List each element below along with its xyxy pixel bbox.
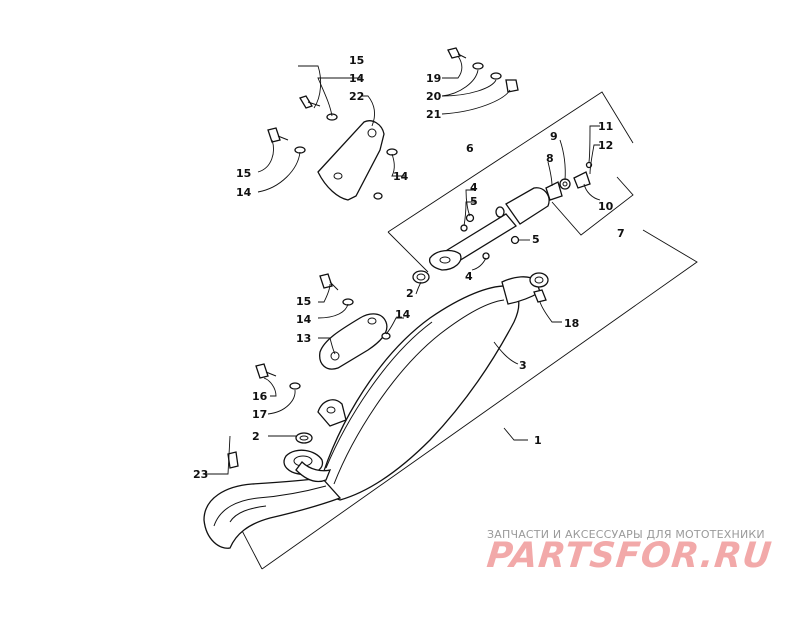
assembly-7-boundary	[551, 176, 634, 236]
label-14b: 14	[236, 186, 252, 199]
assembly-6-boundary	[387, 91, 634, 273]
label-6: 6	[466, 142, 474, 155]
label-1: 1	[534, 434, 542, 447]
label-2b: 2	[252, 430, 260, 443]
label-3: 3	[519, 359, 527, 372]
bracket-13	[319, 313, 388, 370]
label-13: 13	[296, 332, 311, 345]
label-15c: 15	[296, 295, 311, 308]
label-7: 7	[617, 227, 625, 240]
label-4b: 4	[465, 270, 473, 283]
label-16: 16	[252, 390, 268, 403]
label-14d: 14	[296, 313, 312, 326]
label-5b: 5	[532, 233, 540, 246]
label-4a: 4	[470, 181, 478, 194]
label-5a: 5	[470, 195, 478, 208]
label-14a: 14	[349, 72, 365, 85]
muffler-body	[317, 272, 549, 501]
label-15a: 15	[349, 54, 364, 67]
label-19: 19	[426, 72, 441, 85]
label-14c: 14	[393, 170, 409, 183]
label-23: 23	[193, 468, 208, 481]
tailpipe-assembly	[412, 161, 593, 284]
label-15b: 15	[236, 167, 251, 180]
header-pipe	[203, 432, 342, 549]
label-2a: 2	[406, 287, 414, 300]
label-14e: 14	[395, 308, 411, 321]
label-9: 9	[550, 130, 558, 143]
label-10: 10	[598, 200, 614, 213]
label-21: 21	[426, 108, 441, 121]
label-18: 18	[564, 317, 579, 330]
callout-labels: 15 14 22 15 14 14 19 20 21 6 9 11 12 8 1…	[193, 54, 625, 481]
fasteners	[227, 47, 547, 469]
label-17: 17	[252, 408, 267, 421]
bracket-22	[317, 120, 385, 201]
label-20: 20	[426, 90, 442, 103]
label-8: 8	[546, 152, 554, 165]
label-12: 12	[598, 139, 613, 152]
leader-lines	[206, 55, 601, 475]
label-22: 22	[349, 90, 364, 103]
watermark-caption: ЗАПЧАСТИ И АКСЕССУАРЫ ДЛЯ МОТОТЕХНИКИ	[487, 528, 765, 541]
label-11: 11	[598, 120, 613, 133]
watermark-logo: PARTSFOR.RU	[484, 536, 775, 576]
